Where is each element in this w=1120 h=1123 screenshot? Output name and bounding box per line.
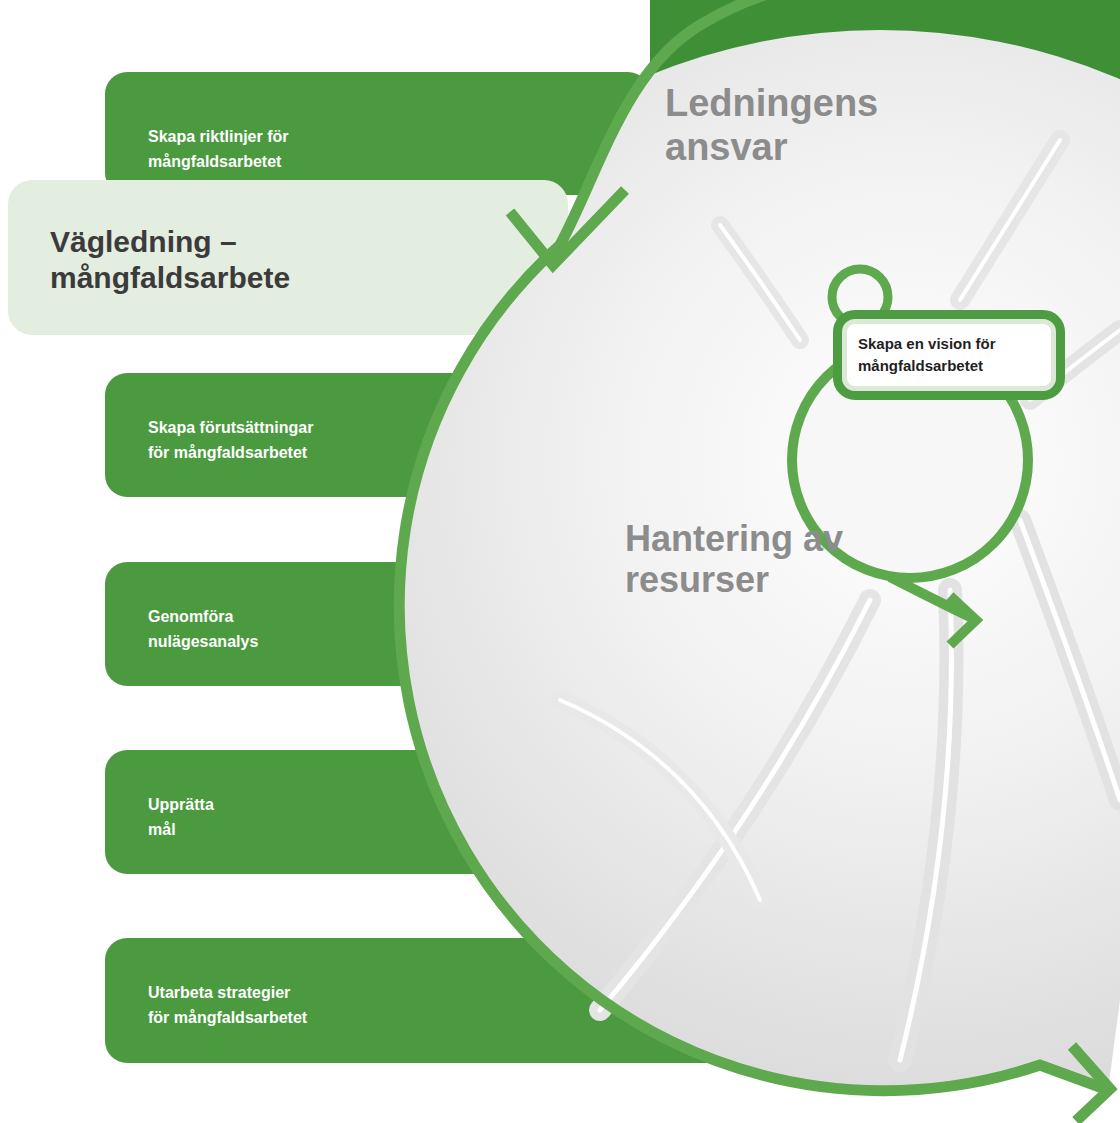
box-label: Utarbeta strategier för mångfaldsarbetet: [148, 980, 312, 1030]
arrow-head: [950, 596, 976, 645]
box-label: Genomföra nulägesanalys: [148, 604, 288, 654]
shell-septa: [560, 140, 1120, 1060]
cycle-outline: [399, 0, 1108, 1091]
box-label: Ledningens ansvar: [665, 82, 890, 169]
box-label: Skapa riktlinjer för mångfaldsarbetet: [148, 124, 328, 174]
step-box: Skapa riktlinjer för mångfaldsarbetet: [105, 72, 650, 195]
shell-fill: [399, 25, 1120, 1091]
arrow-head: [510, 190, 625, 265]
arrow-head: [1072, 1046, 1110, 1121]
box-label: Vägledning – mångfaldsarbete: [50, 224, 350, 296]
cycle-region: Ledningens ansvarHantering av resurser Sk…: [415, 0, 1120, 1123]
guide-heading-box: Vägledning – mångfaldsarbete: [8, 180, 568, 335]
step-box: Genomföra nulägesanalys: [105, 562, 445, 686]
box-label: Skapa en vision för mångfaldsarbetet: [858, 333, 1042, 377]
box-sublabel: Hantering av resurser: [625, 518, 845, 601]
box-label: Skapa förutsättningar för mångfaldsarbet…: [148, 415, 326, 465]
inner-cycle-tail: [890, 577, 972, 618]
box-label: Upprätta mål: [148, 792, 228, 842]
vision-box: Skapa en vision för mångfaldsarbetet: [833, 310, 1065, 400]
